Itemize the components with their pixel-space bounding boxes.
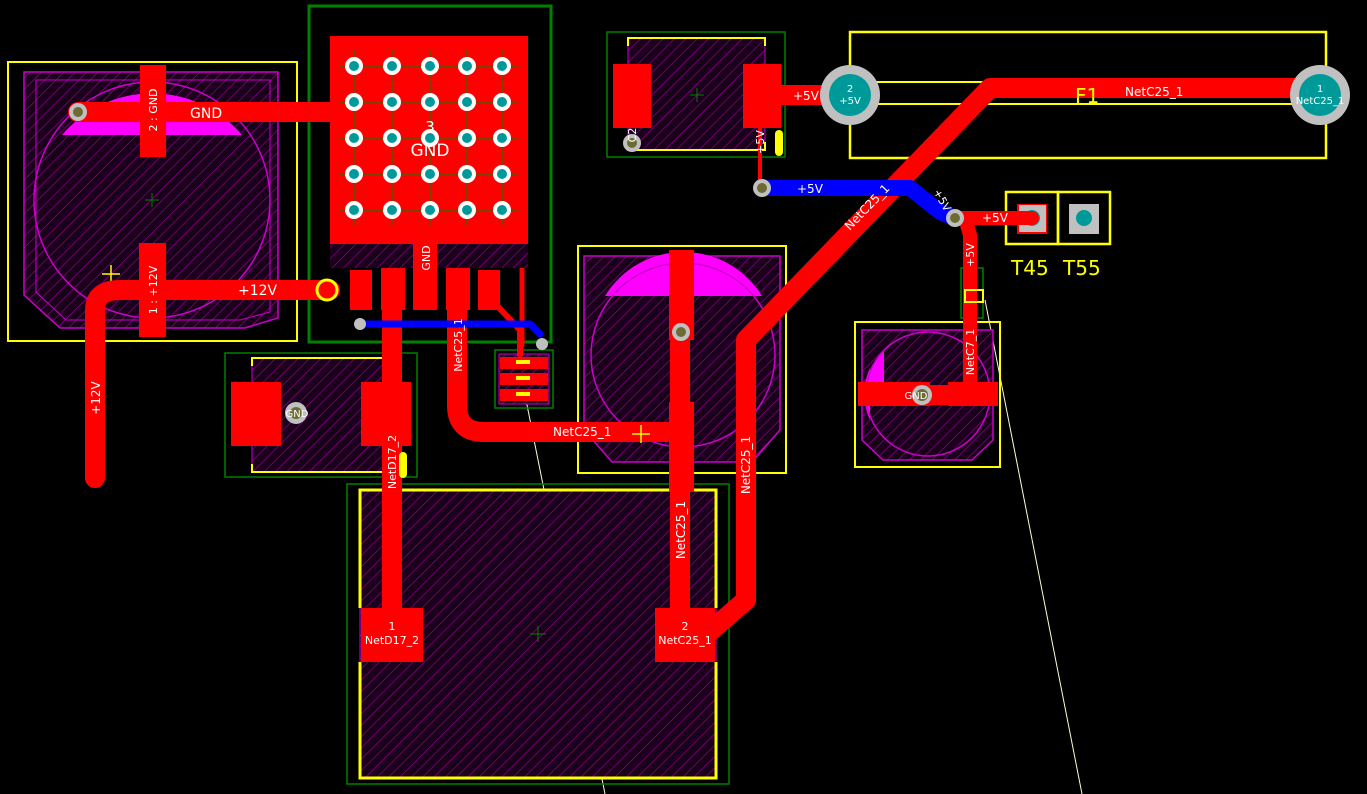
reg-tab-net: GND bbox=[411, 141, 450, 161]
fuse-pad2-num: 2 bbox=[847, 84, 853, 95]
thermal-via-drill bbox=[349, 133, 359, 143]
thermal-via-drill bbox=[349, 61, 359, 71]
regulator-pins[interactable] bbox=[350, 244, 500, 310]
track-label-netc25-horiz: NetC25_1 bbox=[553, 425, 611, 439]
cap-mid-left-gnd: GND bbox=[286, 409, 309, 420]
track-label-gnd: GND bbox=[190, 106, 222, 122]
thermal-via-drill bbox=[387, 97, 397, 107]
regulator-tab-pad[interactable] bbox=[330, 36, 528, 268]
track-label-5v-right: +5V bbox=[964, 243, 977, 267]
origin-cross-icon bbox=[632, 425, 650, 443]
capacitor-left-pads[interactable] bbox=[139, 65, 166, 337]
thermal-via-drill bbox=[425, 205, 435, 215]
thermal-via-drill bbox=[497, 133, 507, 143]
testpoint-t55-ref: T55 bbox=[1062, 256, 1101, 280]
capacitor-mid-left-pads[interactable] bbox=[231, 382, 411, 446]
thermal-via-drill bbox=[387, 169, 397, 179]
fuse-pad1-num: 1 bbox=[1317, 84, 1323, 95]
reg-tab-number: 3 bbox=[425, 118, 435, 136]
inductor-pads[interactable] bbox=[361, 608, 715, 662]
track-label-5v-top: +5V bbox=[793, 89, 820, 103]
track-label-netc25-reg: NetC25_1 bbox=[452, 318, 465, 372]
fuse-pad2-net: +5V bbox=[839, 96, 861, 107]
thermal-via-drill bbox=[349, 97, 359, 107]
thermal-via-drill bbox=[462, 61, 472, 71]
fuse-pads[interactable] bbox=[820, 65, 1350, 125]
track-label-netd17: NetD17_2 bbox=[386, 435, 399, 489]
track-label-12v: +12V bbox=[238, 283, 278, 299]
ind-pad2-num: 2 bbox=[682, 620, 689, 633]
track-label-netc25-vert2: NetC25_1 bbox=[739, 436, 753, 494]
thermal-via-drill bbox=[462, 205, 472, 215]
ind-pad1-num: 1 bbox=[389, 620, 396, 633]
thermal-via-drill bbox=[462, 97, 472, 107]
pad-label-12v: 1 : +12V bbox=[147, 265, 160, 314]
thermal-via-drill bbox=[425, 97, 435, 107]
thermal-via-drill bbox=[425, 61, 435, 71]
track-label-netc25-vert1: NetC25_1 bbox=[674, 501, 688, 559]
thermal-via-drill bbox=[349, 169, 359, 179]
track-label-5v-tp: +5V bbox=[982, 211, 1009, 225]
track-label-12v-vertical: +12V bbox=[89, 380, 103, 414]
thermal-via-drill bbox=[349, 205, 359, 215]
thermal-via-drill bbox=[462, 133, 472, 143]
thermal-via-drill bbox=[497, 97, 507, 107]
thermal-via-drill bbox=[497, 205, 507, 215]
pad-label-gnd: 2 : GND bbox=[147, 89, 160, 132]
fuse-ref: F1 bbox=[1075, 84, 1099, 108]
thermal-via-drill bbox=[425, 133, 435, 143]
fuse-pad1-net: NetC25_1 bbox=[1296, 96, 1345, 107]
capacitor-left-footprint[interactable] bbox=[7, 61, 298, 342]
thermal-via-drill bbox=[497, 61, 507, 71]
ind-pad1-net: NetD17_2 bbox=[365, 634, 419, 647]
silkscreen-marks bbox=[399, 130, 984, 478]
cap-right-gnd: GND bbox=[905, 391, 928, 402]
regulator-footprint[interactable] bbox=[307, 4, 553, 344]
testpoint-t45-ref: T45 bbox=[1010, 256, 1049, 280]
reg-pin-gnd: GND bbox=[420, 245, 433, 270]
c2-pad-label: C2 bbox=[626, 128, 639, 143]
thermal-via-drill bbox=[497, 169, 507, 179]
thermal-via-drill bbox=[387, 61, 397, 71]
thermal-via-drill bbox=[462, 169, 472, 179]
testpoint-t55-footprint[interactable] bbox=[1056, 190, 1112, 246]
track-label-netc25-fuse: NetC25_1 bbox=[1125, 85, 1183, 99]
capacitor-c2-pads[interactable] bbox=[613, 64, 781, 128]
track-label-5v-c2: +5V bbox=[754, 130, 767, 154]
via-icon[interactable] bbox=[69, 103, 964, 424]
ind-pad2-net: NetC25_1 bbox=[658, 634, 712, 647]
thermal-via-drill bbox=[387, 133, 397, 143]
track-label-5v-blue: +5V bbox=[797, 182, 824, 196]
thermal-via-drill bbox=[425, 169, 435, 179]
track-label-netc7: NetC7_1 bbox=[964, 329, 977, 376]
thermal-via-drill bbox=[387, 205, 397, 215]
capacitor-c2-footprint[interactable] bbox=[606, 31, 786, 158]
